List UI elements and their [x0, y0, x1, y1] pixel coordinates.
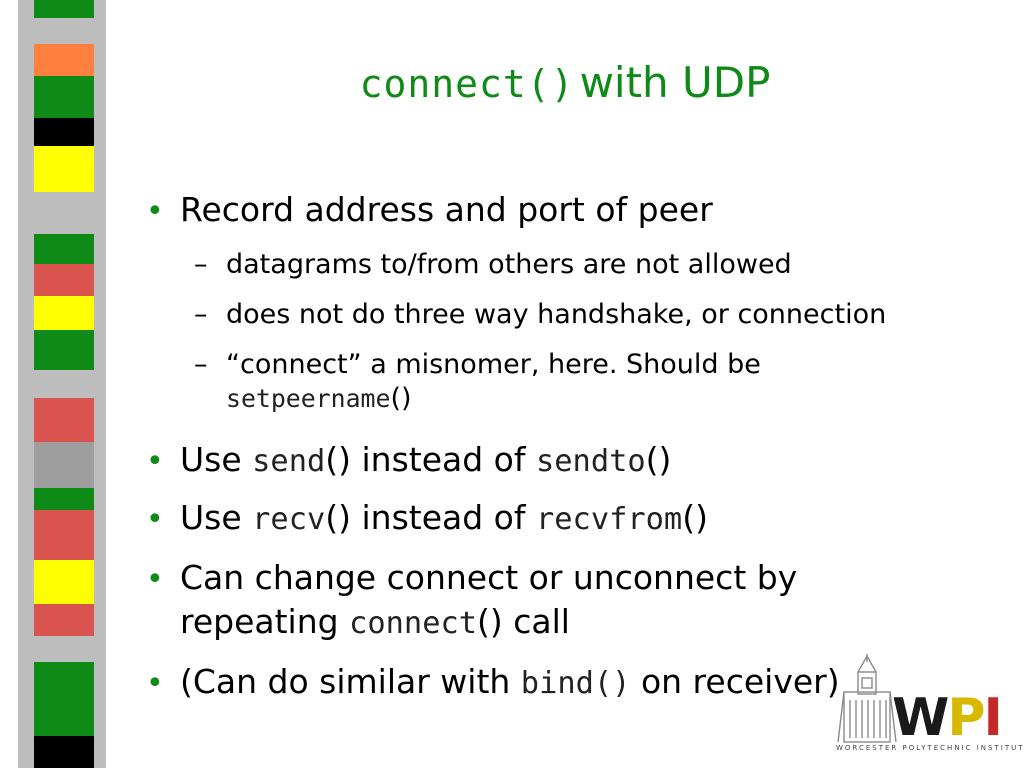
strip-block: [34, 234, 94, 264]
code-bind: bind(): [520, 666, 631, 701]
strip-block: [34, 296, 94, 330]
strip-block: [34, 636, 94, 662]
title-code: connect(): [359, 62, 575, 106]
strip-block: [34, 44, 94, 76]
strip-block: [34, 488, 94, 510]
code-recvfrom: recvfrom: [535, 502, 683, 537]
bullet-text: Use send() instead of sendto(): [180, 438, 671, 484]
sub-bullet-text: does not do three way handshake, or conn…: [226, 299, 887, 330]
strip-block: [34, 0, 94, 18]
wpi-logo: WPI WORCESTER POLYTECHNIC INSTITUTE: [836, 652, 1024, 762]
sub-bullet-text: datagrams to/from others are not allowed: [226, 249, 792, 280]
tower-icon: [837, 654, 897, 743]
strip-block: [34, 76, 94, 118]
bullet-middle: () instead of: [325, 440, 536, 479]
strip-block: [34, 192, 94, 234]
bullet-glyph: •: [146, 444, 164, 479]
code-sendto: sendto: [535, 444, 646, 479]
bullet-glyph: •: [146, 562, 164, 597]
bullet-suffix: (): [682, 498, 708, 537]
strip-blocks: [34, 0, 94, 768]
code-recv: recv: [252, 502, 326, 537]
title-text: with UDP: [580, 58, 771, 107]
logo-letter-i: I: [983, 688, 1002, 748]
strip-block: [34, 370, 94, 398]
code-connect: connect: [349, 606, 478, 641]
strip-block: [34, 330, 94, 370]
bullet-prefix: Use: [180, 440, 253, 479]
bullet-text: Use recv() instead of recvfrom(): [180, 496, 708, 542]
bullet-suffix: (): [645, 440, 672, 479]
logo-subtitle: WORCESTER POLYTECHNIC INSTITUTE: [836, 744, 1024, 752]
bullet-text: Can change connect or unconnect by repea…: [180, 556, 797, 646]
bullet-suffix: on receiver): [630, 662, 840, 701]
bullet-line1: Can change connect or unconnect by: [180, 558, 798, 597]
title-text-label: with UDP: [579, 58, 771, 107]
strip-block: [34, 18, 94, 44]
bullet-text: Record address and port of peer: [180, 190, 713, 229]
strip-block: [34, 560, 94, 604]
bullet-glyph: •: [146, 502, 164, 537]
dash-glyph: –: [194, 249, 208, 280]
strip-block: [34, 604, 94, 636]
strip-block: [34, 118, 94, 146]
strip-block: [34, 264, 94, 296]
slide-title: connect() with UDP: [150, 58, 980, 107]
bullet-prefix: (Can do similar with: [180, 662, 521, 701]
bullet-suffix: () call: [477, 602, 570, 641]
strip-block: [34, 442, 94, 488]
decorative-strip: [18, 0, 106, 768]
logo-letter-p: P: [947, 688, 985, 748]
bullet-prefix: repeating: [180, 602, 350, 641]
code-suffix: (): [390, 383, 412, 414]
strip-block: [34, 662, 94, 736]
bullet-glyph: •: [146, 194, 164, 229]
strip-block: [34, 398, 94, 442]
logo-letter-w: W: [892, 688, 949, 748]
code-send: send: [252, 444, 326, 479]
code-setpeername: setpeername: [226, 384, 391, 413]
bullet-prefix: Use: [180, 498, 253, 537]
strip-block: [34, 736, 94, 768]
bullet-glyph: •: [146, 666, 164, 701]
sub-bullet-line1: “connect” a misnomer, here. Should be: [226, 349, 761, 380]
strip-block: [34, 510, 94, 560]
strip-block: [34, 146, 94, 192]
bullet-middle: () instead of: [325, 498, 536, 537]
bullet-text: (Can do similar with bind() on receiver): [180, 660, 840, 706]
dash-glyph: –: [194, 349, 208, 380]
dash-glyph: –: [194, 299, 208, 330]
logo-wordmark: WPI: [892, 692, 1003, 744]
sub-bullet-text: “connect” a misnomer, here. Should be se…: [226, 348, 761, 416]
